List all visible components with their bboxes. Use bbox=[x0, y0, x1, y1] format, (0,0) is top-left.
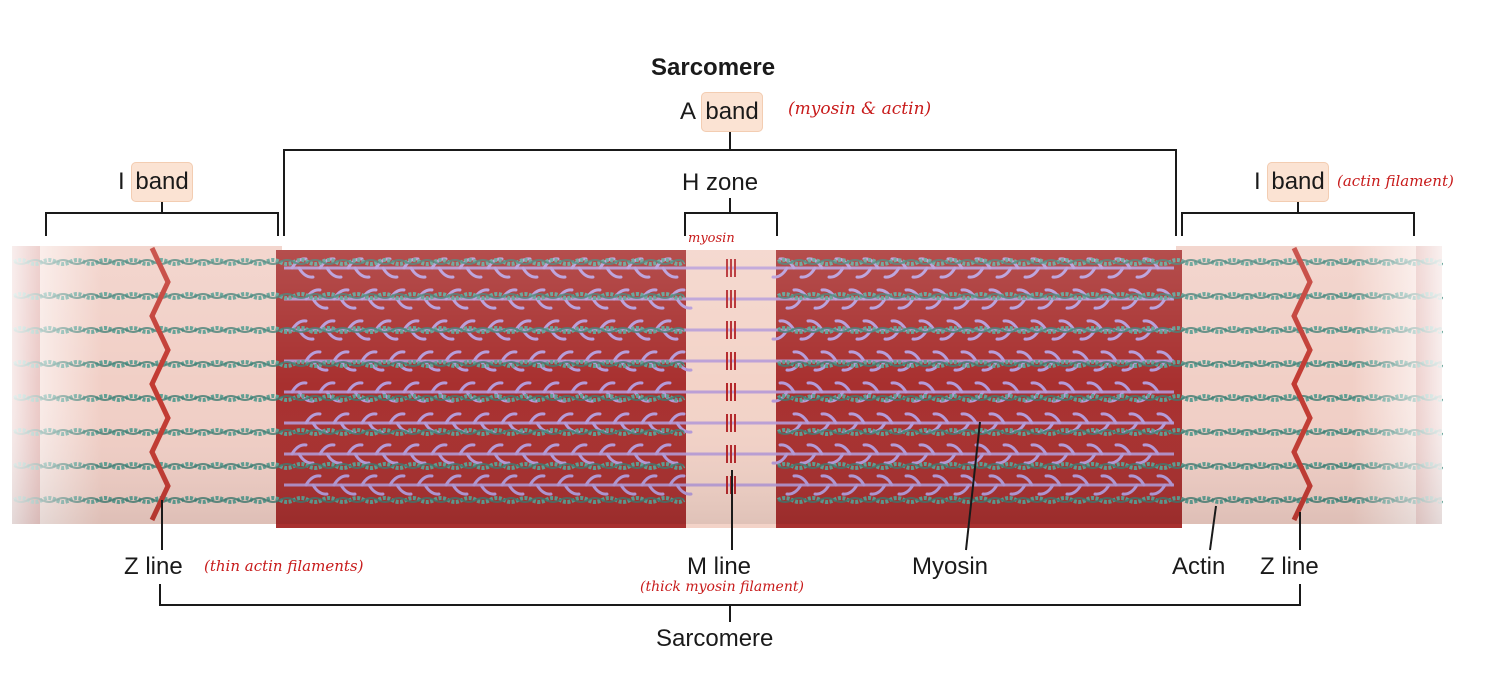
a-band-label-prefix: A bbox=[680, 98, 695, 125]
z-line-annotation: (thin actin filaments) bbox=[204, 557, 364, 575]
i-band-left-label: I band bbox=[118, 162, 193, 202]
i-band-left-bracket bbox=[45, 196, 279, 236]
actin-leader bbox=[1209, 505, 1217, 551]
h-zone-label: H zone bbox=[682, 169, 759, 196]
sarcomere-bottom-label: Sarcomere bbox=[656, 625, 774, 652]
i-band-left-label-prefix: I bbox=[118, 168, 125, 195]
a-band-label: A band bbox=[680, 92, 763, 132]
h-zone-annotation: myosin bbox=[688, 231, 735, 246]
sarcomere-bottom-bracket bbox=[159, 584, 1301, 622]
a-band-annotation: (myosin & actin) bbox=[788, 99, 932, 119]
i-band-left-label-word: band bbox=[131, 162, 193, 202]
myosin-label: Myosin bbox=[912, 553, 989, 580]
i-band-right-bracket bbox=[1181, 196, 1415, 236]
z-line-right-label: Z line bbox=[1260, 553, 1319, 580]
myosin-leader bbox=[965, 421, 981, 551]
i-band-right-label-prefix: I bbox=[1254, 168, 1261, 195]
z-line-left-label: Z line bbox=[124, 553, 183, 580]
i-band-right-label-word: band bbox=[1267, 162, 1329, 202]
diagram-title: Sarcomere bbox=[651, 54, 776, 81]
i-band-right-label: I band bbox=[1254, 162, 1329, 202]
brackets bbox=[45, 132, 1415, 622]
m-line-label: M line bbox=[687, 553, 752, 580]
fiber-shading bbox=[12, 246, 1442, 524]
h-zone-bracket bbox=[684, 198, 778, 236]
actin-label: Actin bbox=[1172, 553, 1226, 580]
m-line-annotation: (thick myosin filament) bbox=[640, 579, 804, 595]
a-band-label-word: band bbox=[701, 92, 763, 132]
a-band-bracket bbox=[283, 132, 1177, 236]
i-band-annotation: (actin filament) bbox=[1337, 172, 1454, 190]
